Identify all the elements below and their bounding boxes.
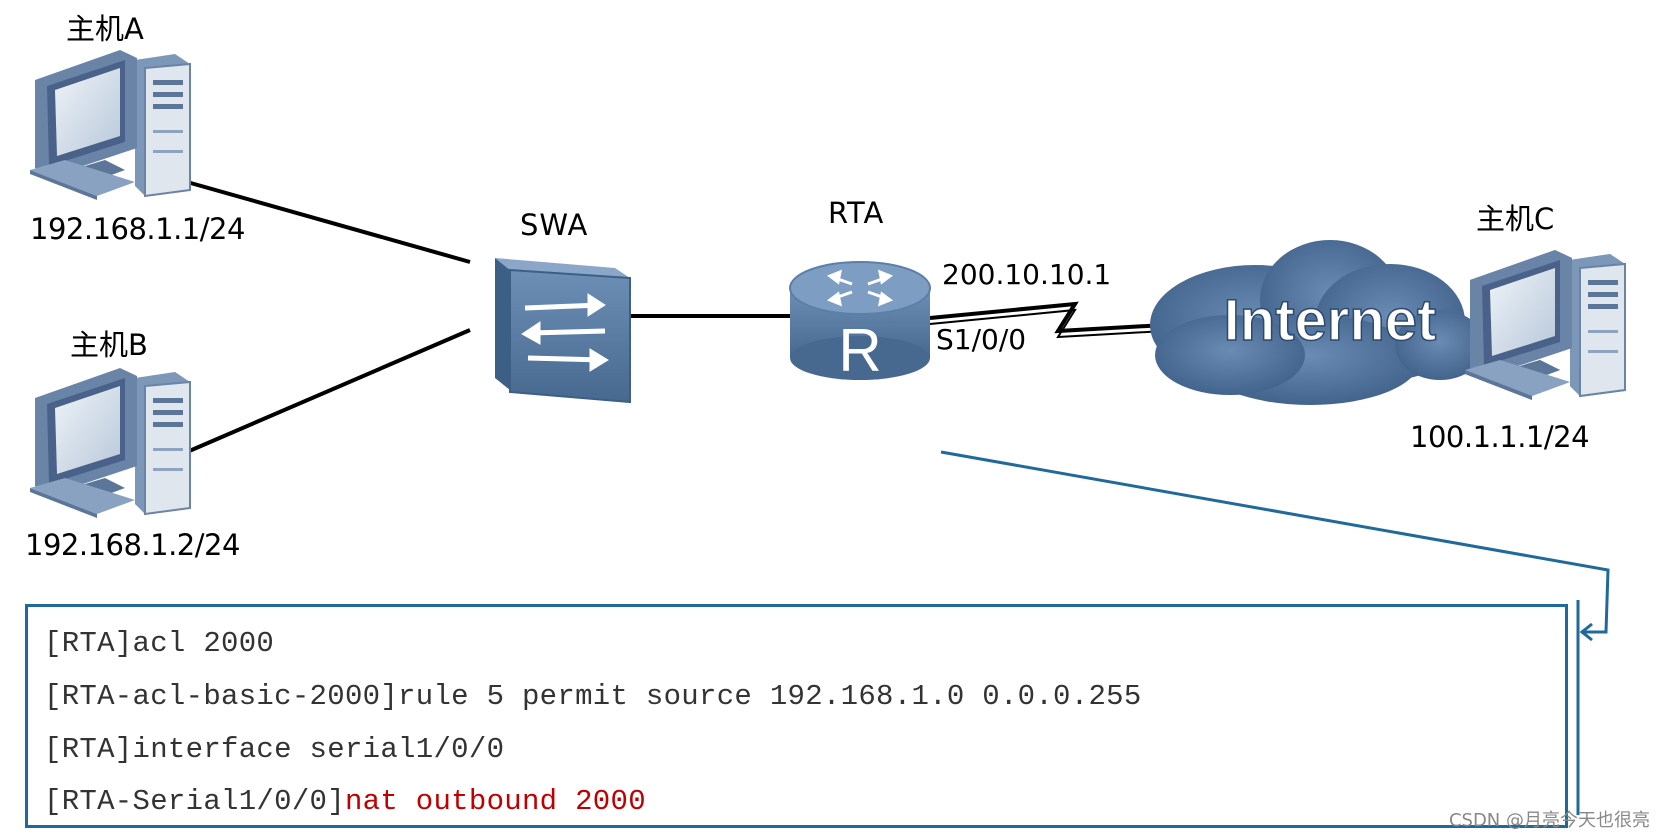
nat-command-highlight: nat outbound 2000 (344, 785, 646, 818)
link-hosta-swa (179, 178, 471, 264)
internet-label: Internet (1224, 288, 1437, 353)
link-rta-internet-serial (929, 301, 1201, 334)
watermark: CSDN @月亮今天也很亮 (1448, 810, 1650, 831)
host-b-ip: 192.168.1.2/24 (25, 528, 240, 562)
router-wan-ip: 200.10.10.1 (942, 258, 1112, 291)
config-line: [RTA-acl-basic-2000]rule 5 permit source… (44, 680, 1142, 713)
router-icon (789, 261, 931, 380)
host-b-name: 主机B (70, 328, 148, 362)
config-line: [RTA]interface serial1/0/0 (44, 733, 505, 766)
host-a-pc-icon (29, 50, 191, 200)
config-commands-box: [RTA]acl 2000 [RTA-acl-basic-2000]rule 5… (25, 604, 1568, 828)
host-c-name: 主机C (1476, 202, 1555, 236)
switch-icon (495, 258, 631, 404)
internet-cloud-icon (1150, 240, 1485, 405)
router-wan-port: S1/0/0 (936, 323, 1027, 356)
config-line: [RTA-Serial1/0/0]nat outbound 2000 (44, 785, 646, 818)
config-line: [RTA]acl 2000 (44, 627, 275, 660)
host-b-pc-icon (29, 368, 191, 518)
callout-connector (940, 450, 1610, 634)
host-c-ip: 100.1.1.1/24 (1410, 420, 1590, 454)
router-symbol: R (838, 317, 881, 384)
host-a-ip: 192.168.1.1/24 (30, 212, 245, 246)
link-hostb-swa (179, 328, 471, 457)
router-name: RTA (828, 196, 885, 230)
host-a-name: 主机A (66, 12, 144, 46)
switch-name: SWA (520, 208, 589, 242)
